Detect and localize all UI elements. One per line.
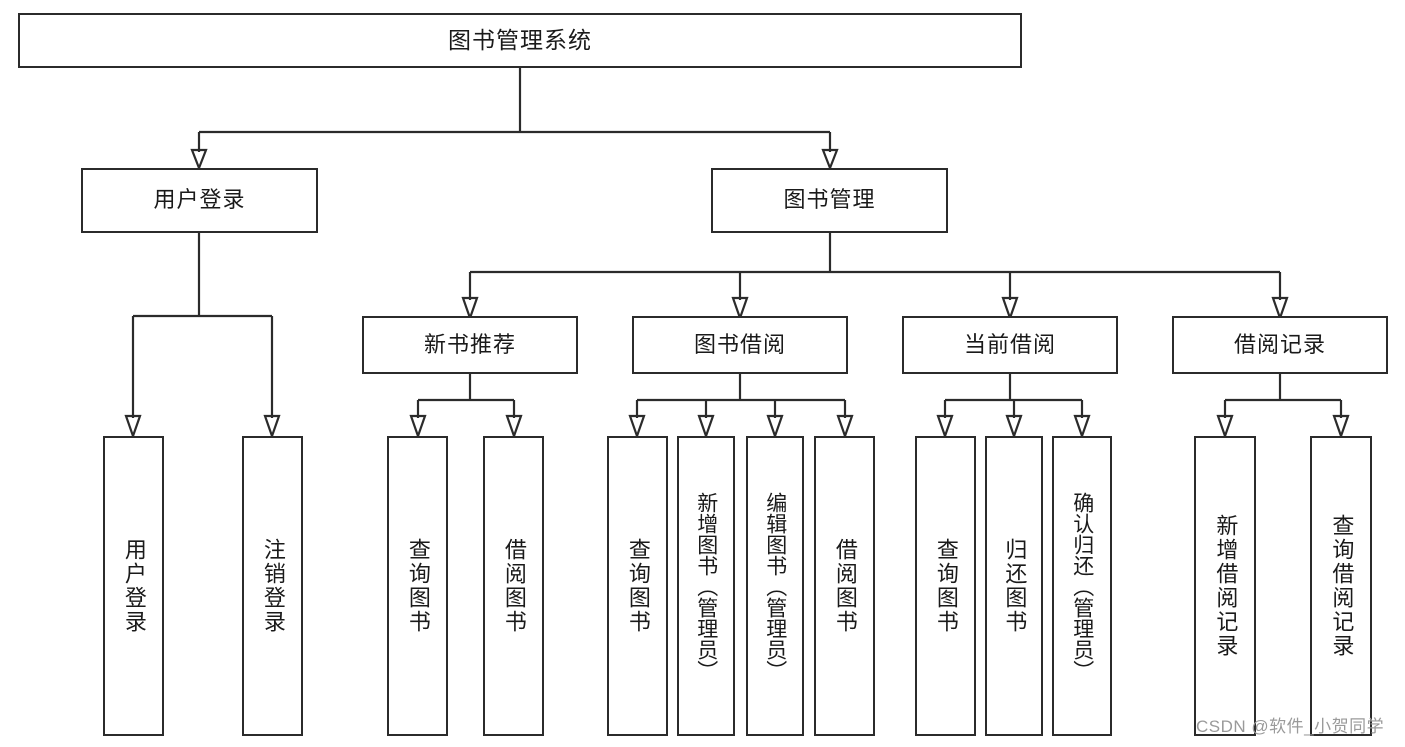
leaf-cb-confirm-return-admin[interactable]: 确认归还（管理员） xyxy=(1052,436,1112,736)
arrowhead-cb-leaf2 xyxy=(1005,414,1023,440)
leaf-nb-query-book[interactable]: 查询图书 xyxy=(387,436,448,736)
node-book-borrow[interactable]: 图书借阅 xyxy=(632,316,848,374)
node-current-borrow[interactable]: 当前借阅 xyxy=(902,316,1118,374)
arrowhead-leaf-user-login xyxy=(124,414,142,440)
arrowhead-bb-leaf1 xyxy=(628,414,646,440)
leaf-bb-query-book[interactable]: 查询图书 xyxy=(607,436,668,736)
node-root-system[interactable]: 图书管理系统 xyxy=(18,13,1022,68)
csdn-watermark: CSDN @软件_小贺同学 xyxy=(1196,717,1385,736)
arrowhead-current-borrow xyxy=(1001,296,1019,322)
leaf-nb-borrow-book[interactable]: 借阅图书 xyxy=(483,436,544,736)
leaf-bb-edit-book-admin[interactable]: 编辑图书（管理员） xyxy=(746,436,804,736)
arrowhead-nb-leaf2 xyxy=(505,414,523,440)
leaf-bb-borrow-book[interactable]: 借阅图书 xyxy=(814,436,875,736)
arrowhead-book-borrow xyxy=(731,296,749,322)
leaf-bb-add-book-admin[interactable]: 新增图书（管理员） xyxy=(677,436,735,736)
arrowhead-br-leaf2 xyxy=(1332,414,1350,440)
node-borrow-records[interactable]: 借阅记录 xyxy=(1172,316,1388,374)
arrowhead-cb-leaf3 xyxy=(1073,414,1091,440)
arrowhead-leaf-logout xyxy=(263,414,281,440)
arrowhead-br-leaf1 xyxy=(1216,414,1234,440)
leaf-cb-return-book[interactable]: 归还图书 xyxy=(985,436,1043,736)
arrowhead-borrow-records xyxy=(1271,296,1289,322)
arrowhead-cb-leaf1 xyxy=(936,414,954,440)
node-new-book-recommend[interactable]: 新书推荐 xyxy=(362,316,578,374)
leaf-br-query-record[interactable]: 查询借阅记录 xyxy=(1310,436,1372,736)
leaf-logout[interactable]: 注销登录 xyxy=(242,436,303,736)
arrowhead-nb-leaf1 xyxy=(409,414,427,440)
arrowhead-bb-leaf2 xyxy=(697,414,715,440)
arrowhead-new-book xyxy=(461,296,479,322)
leaf-cb-query-book[interactable]: 查询图书 xyxy=(915,436,976,736)
arrowhead-bb-leaf3 xyxy=(766,414,784,440)
node-book-management[interactable]: 图书管理 xyxy=(711,168,948,233)
arrowhead-bb-leaf4 xyxy=(836,414,854,440)
leaf-user-login[interactable]: 用户登录 xyxy=(103,436,164,736)
leaf-br-add-record[interactable]: 新增借阅记录 xyxy=(1194,436,1256,736)
arrowhead-user-login xyxy=(190,148,208,172)
arrowhead-book-mgmt xyxy=(821,148,839,172)
node-user-login[interactable]: 用户登录 xyxy=(81,168,318,233)
